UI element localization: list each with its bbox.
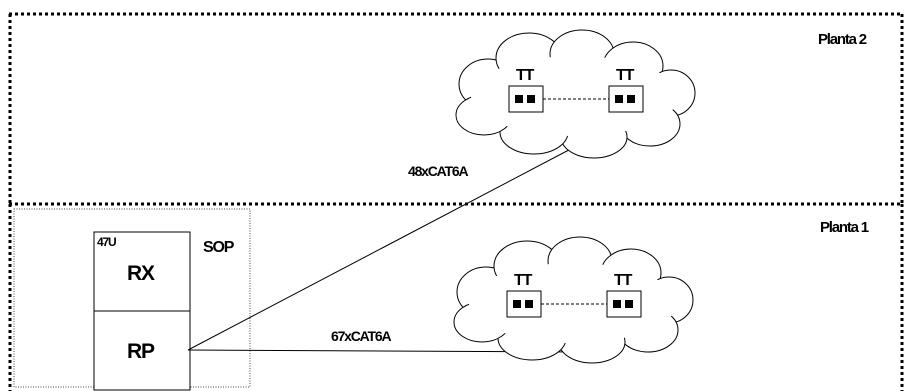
outlet-floor-2-left: [508, 85, 544, 113]
outlet-floor-1-left: [506, 290, 542, 318]
rack-bottom-label: RP: [127, 340, 155, 363]
outlet-label-floor-2-right: TT: [616, 67, 635, 84]
floor-1-zone: [8, 204, 904, 391]
outlet-label-floor-2-left: TT: [516, 67, 535, 84]
rack-size-label: 47U: [97, 235, 116, 249]
cable-to-floor-2: [187, 141, 585, 351]
outlet-label-floor-1-right: TT: [614, 272, 633, 289]
equipment-room-label: SOP: [203, 239, 235, 256]
rack-top-label: RX: [127, 262, 155, 285]
floor-2-zone: [8, 12, 904, 204]
work-area-cloud-floor-2: [455, 29, 696, 159]
cable-to-floor-2-label: 48xCAT6A: [408, 163, 468, 179]
work-area-cloud-floor-1: [453, 236, 694, 364]
floor-2-label: Planta 2: [818, 31, 867, 48]
equipment-room: [13, 208, 251, 388]
cable-to-floor-1-label: 67xCAT6A: [331, 328, 391, 344]
outlet-label-floor-1-left: TT: [514, 272, 533, 289]
outlet-floor-1-right: [606, 290, 642, 318]
floor-1-label: Planta 1: [820, 219, 869, 236]
outlet-floor-2-right: [608, 85, 644, 113]
rack: [93, 231, 191, 391]
